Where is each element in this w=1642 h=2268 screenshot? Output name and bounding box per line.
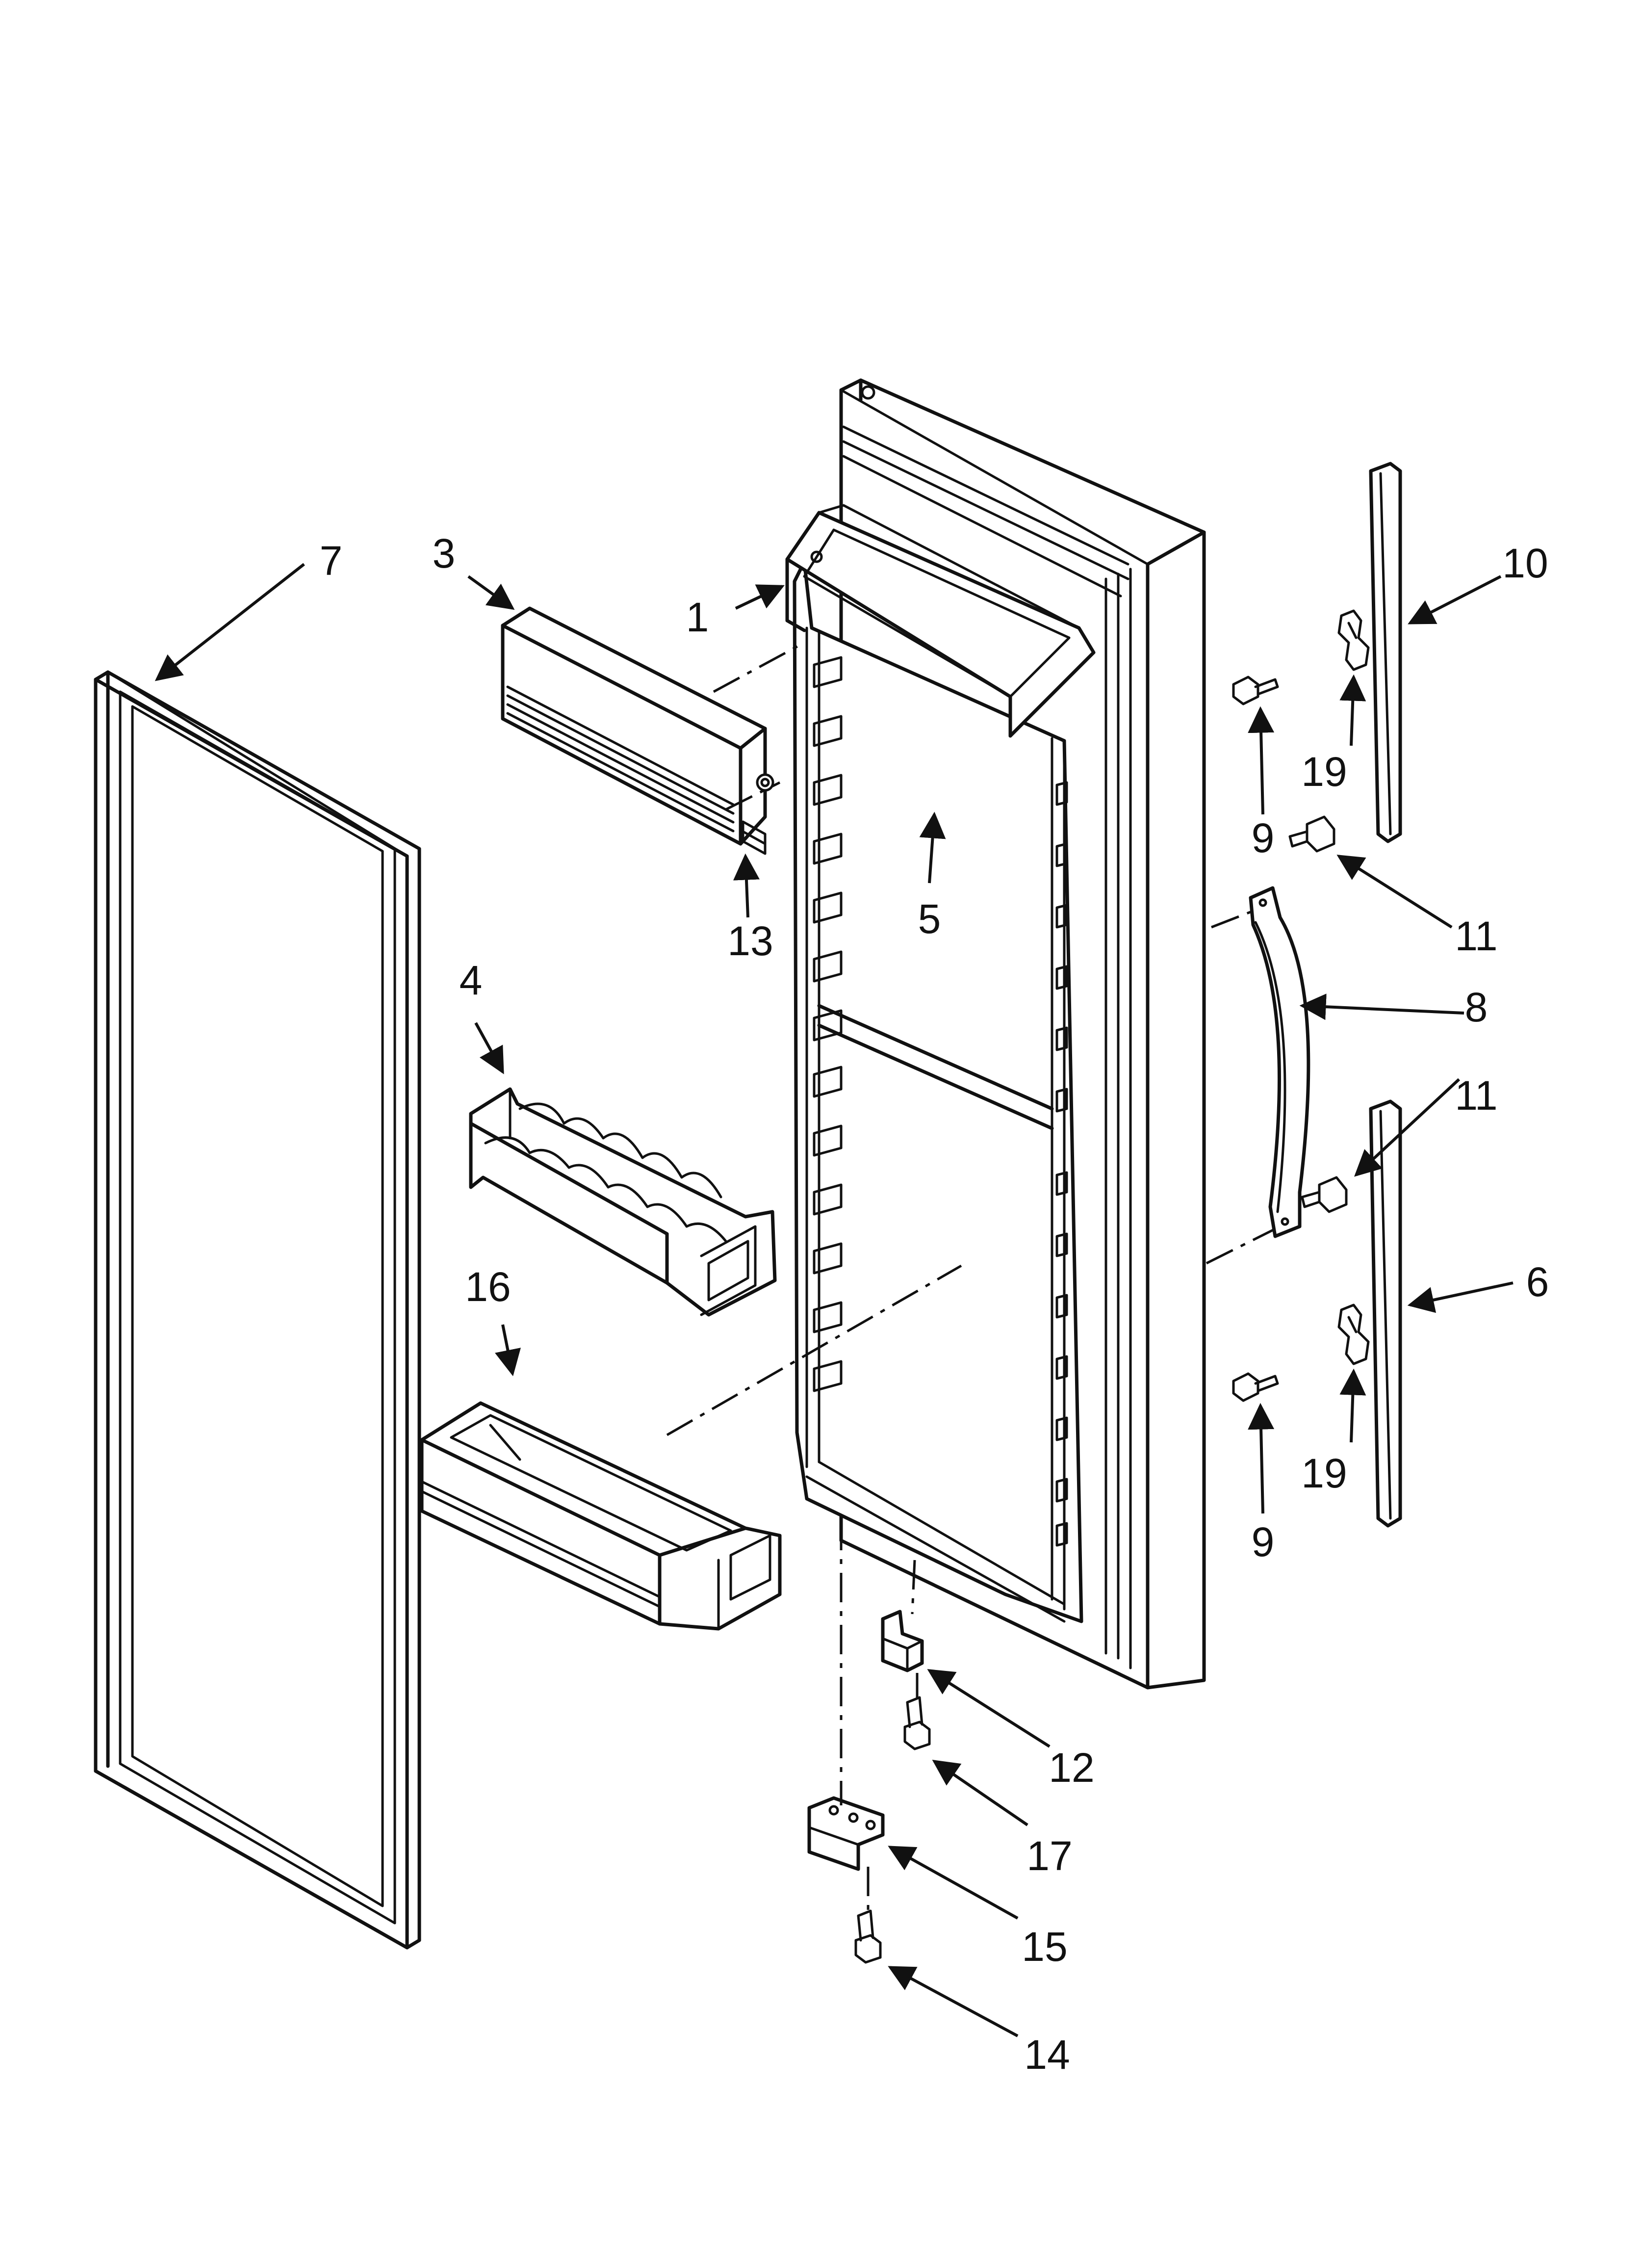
door-bin <box>420 1401 782 1631</box>
hinge-bushing <box>881 1610 924 1672</box>
trim-clip-lower <box>1337 1303 1370 1365</box>
callout-9-upper: 9 <box>1252 815 1275 861</box>
left-shelf-supports <box>813 656 843 1392</box>
callout-8: 8 <box>1465 984 1488 1030</box>
dairy-compartment-cover <box>501 606 774 846</box>
screw-lower <box>1232 1372 1279 1402</box>
lower-door-trim <box>1369 1099 1402 1528</box>
right-shelf-supports <box>1055 781 1068 1547</box>
callout-6: 6 <box>1526 1259 1549 1305</box>
callout-14: 14 <box>1024 2032 1070 2078</box>
callout-1: 1 <box>686 594 709 640</box>
callout-11-lower: 11 <box>1455 1072 1497 1119</box>
screw-upper <box>1232 676 1279 705</box>
hinge-mount-screw <box>854 1909 882 1964</box>
hinge-screw <box>903 1696 931 1750</box>
door-gasket <box>94 670 421 1950</box>
callout-10: 10 <box>1502 540 1548 586</box>
callout-9-lower: 9 <box>1252 1519 1275 1565</box>
trim-clip-upper <box>1337 609 1370 671</box>
door-handle <box>1249 886 1310 1238</box>
egg-bin <box>469 1087 777 1317</box>
callout-15: 15 <box>1022 1924 1067 1970</box>
leader-arrows <box>154 563 1514 2037</box>
callout-19-upper: 19 <box>1301 749 1347 795</box>
callout-labels: 7 3 1 13 5 4 16 10 19 9 11 8 11 6 19 9 1… <box>320 530 1549 2078</box>
callout-4: 4 <box>460 957 483 1003</box>
refrigerator-door <box>785 378 1206 1690</box>
handle-screw-upper <box>1288 815 1335 853</box>
callout-11-upper: 11 <box>1455 913 1497 959</box>
callout-19-lower: 19 <box>1301 1450 1347 1496</box>
cover-hinge-pin <box>742 820 767 855</box>
callout-3: 3 <box>433 530 456 576</box>
handle-screw-lower <box>1301 1176 1348 1213</box>
callout-5: 5 <box>918 896 941 942</box>
callout-17: 17 <box>1026 1833 1072 1879</box>
assembly-lines <box>666 641 1276 1913</box>
lower-hinge <box>807 1796 885 1871</box>
upper-door-trim <box>1369 462 1402 843</box>
callout-13: 13 <box>727 918 773 964</box>
callout-12: 12 <box>1049 1745 1094 1791</box>
callout-16: 16 <box>465 1264 511 1310</box>
callout-7: 7 <box>320 538 343 584</box>
